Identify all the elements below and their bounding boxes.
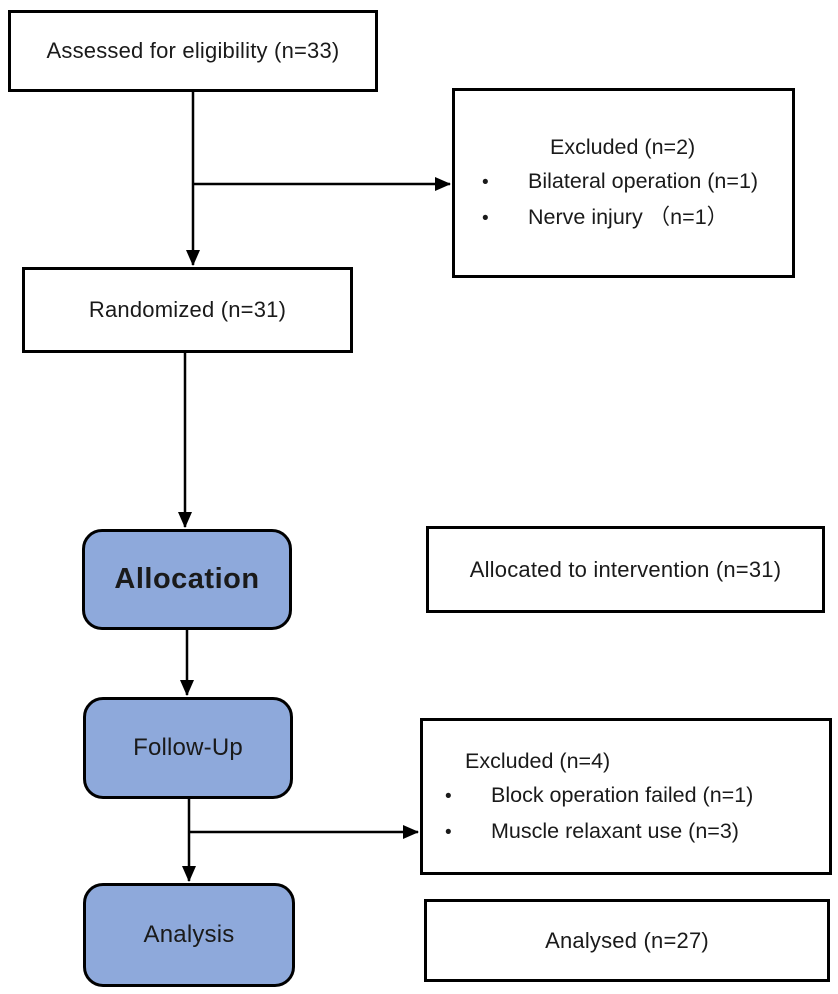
box-randomized: Randomized (n=31) xyxy=(22,267,353,353)
assessed-label: Assessed for eligibility (n=33) xyxy=(46,38,340,63)
excluded-enrollment-item-2: Nerve injury （n=1） xyxy=(528,205,729,229)
bullet-icon: • xyxy=(445,821,452,843)
allocation-label: Allocation xyxy=(114,563,260,595)
box-allocated-to-intervention: Allocated to intervention (n=31) xyxy=(426,526,825,613)
bullet-icon: • xyxy=(482,172,489,193)
box-allocation-stage: Allocation xyxy=(82,529,292,630)
analysed-label: Analysed (n=27) xyxy=(545,927,709,953)
followup-label: Follow-Up xyxy=(133,734,243,761)
bullet-icon: • xyxy=(445,785,452,807)
excluded-followup-list: • Block operation failed (n=1) • Muscle … xyxy=(445,778,829,850)
excluded-enrollment-list: • Bilateral operation (n=1) • Nerve inju… xyxy=(482,164,792,236)
list-item: • Block operation failed (n=1) xyxy=(445,778,829,814)
box-analysed: Analysed (n=27) xyxy=(424,899,830,982)
list-item: • Nerve injury （n=1） xyxy=(482,200,792,236)
excluded-enrollment-item-1: Bilateral operation (n=1) xyxy=(528,169,759,193)
analysis-label: Analysis xyxy=(143,921,235,948)
list-item: • Muscle relaxant use (n=3) xyxy=(445,814,829,850)
box-followup-stage: Follow-Up xyxy=(83,697,293,799)
bullet-icon: • xyxy=(482,208,489,229)
excluded-followup-title: Excluded (n=4) xyxy=(465,748,611,773)
box-assessed-for-eligibility: Assessed for eligibility (n=33) xyxy=(8,10,378,92)
excluded-followup-item-2: Muscle relaxant use (n=3) xyxy=(491,818,739,843)
excluded-followup-item-1: Block operation failed (n=1) xyxy=(491,782,754,807)
allocated-label: Allocated to intervention (n=31) xyxy=(469,556,782,582)
box-excluded-enrollment: Excluded (n=2) • Bilateral operation (n=… xyxy=(452,88,795,278)
box-excluded-followup: Excluded (n=4) • Block operation failed … xyxy=(420,718,832,875)
box-analysis-stage: Analysis xyxy=(83,883,295,987)
randomized-label: Randomized (n=31) xyxy=(88,297,287,322)
list-item: • Bilateral operation (n=1) xyxy=(482,164,792,200)
excluded-enrollment-title: Excluded (n=2) xyxy=(550,135,696,159)
